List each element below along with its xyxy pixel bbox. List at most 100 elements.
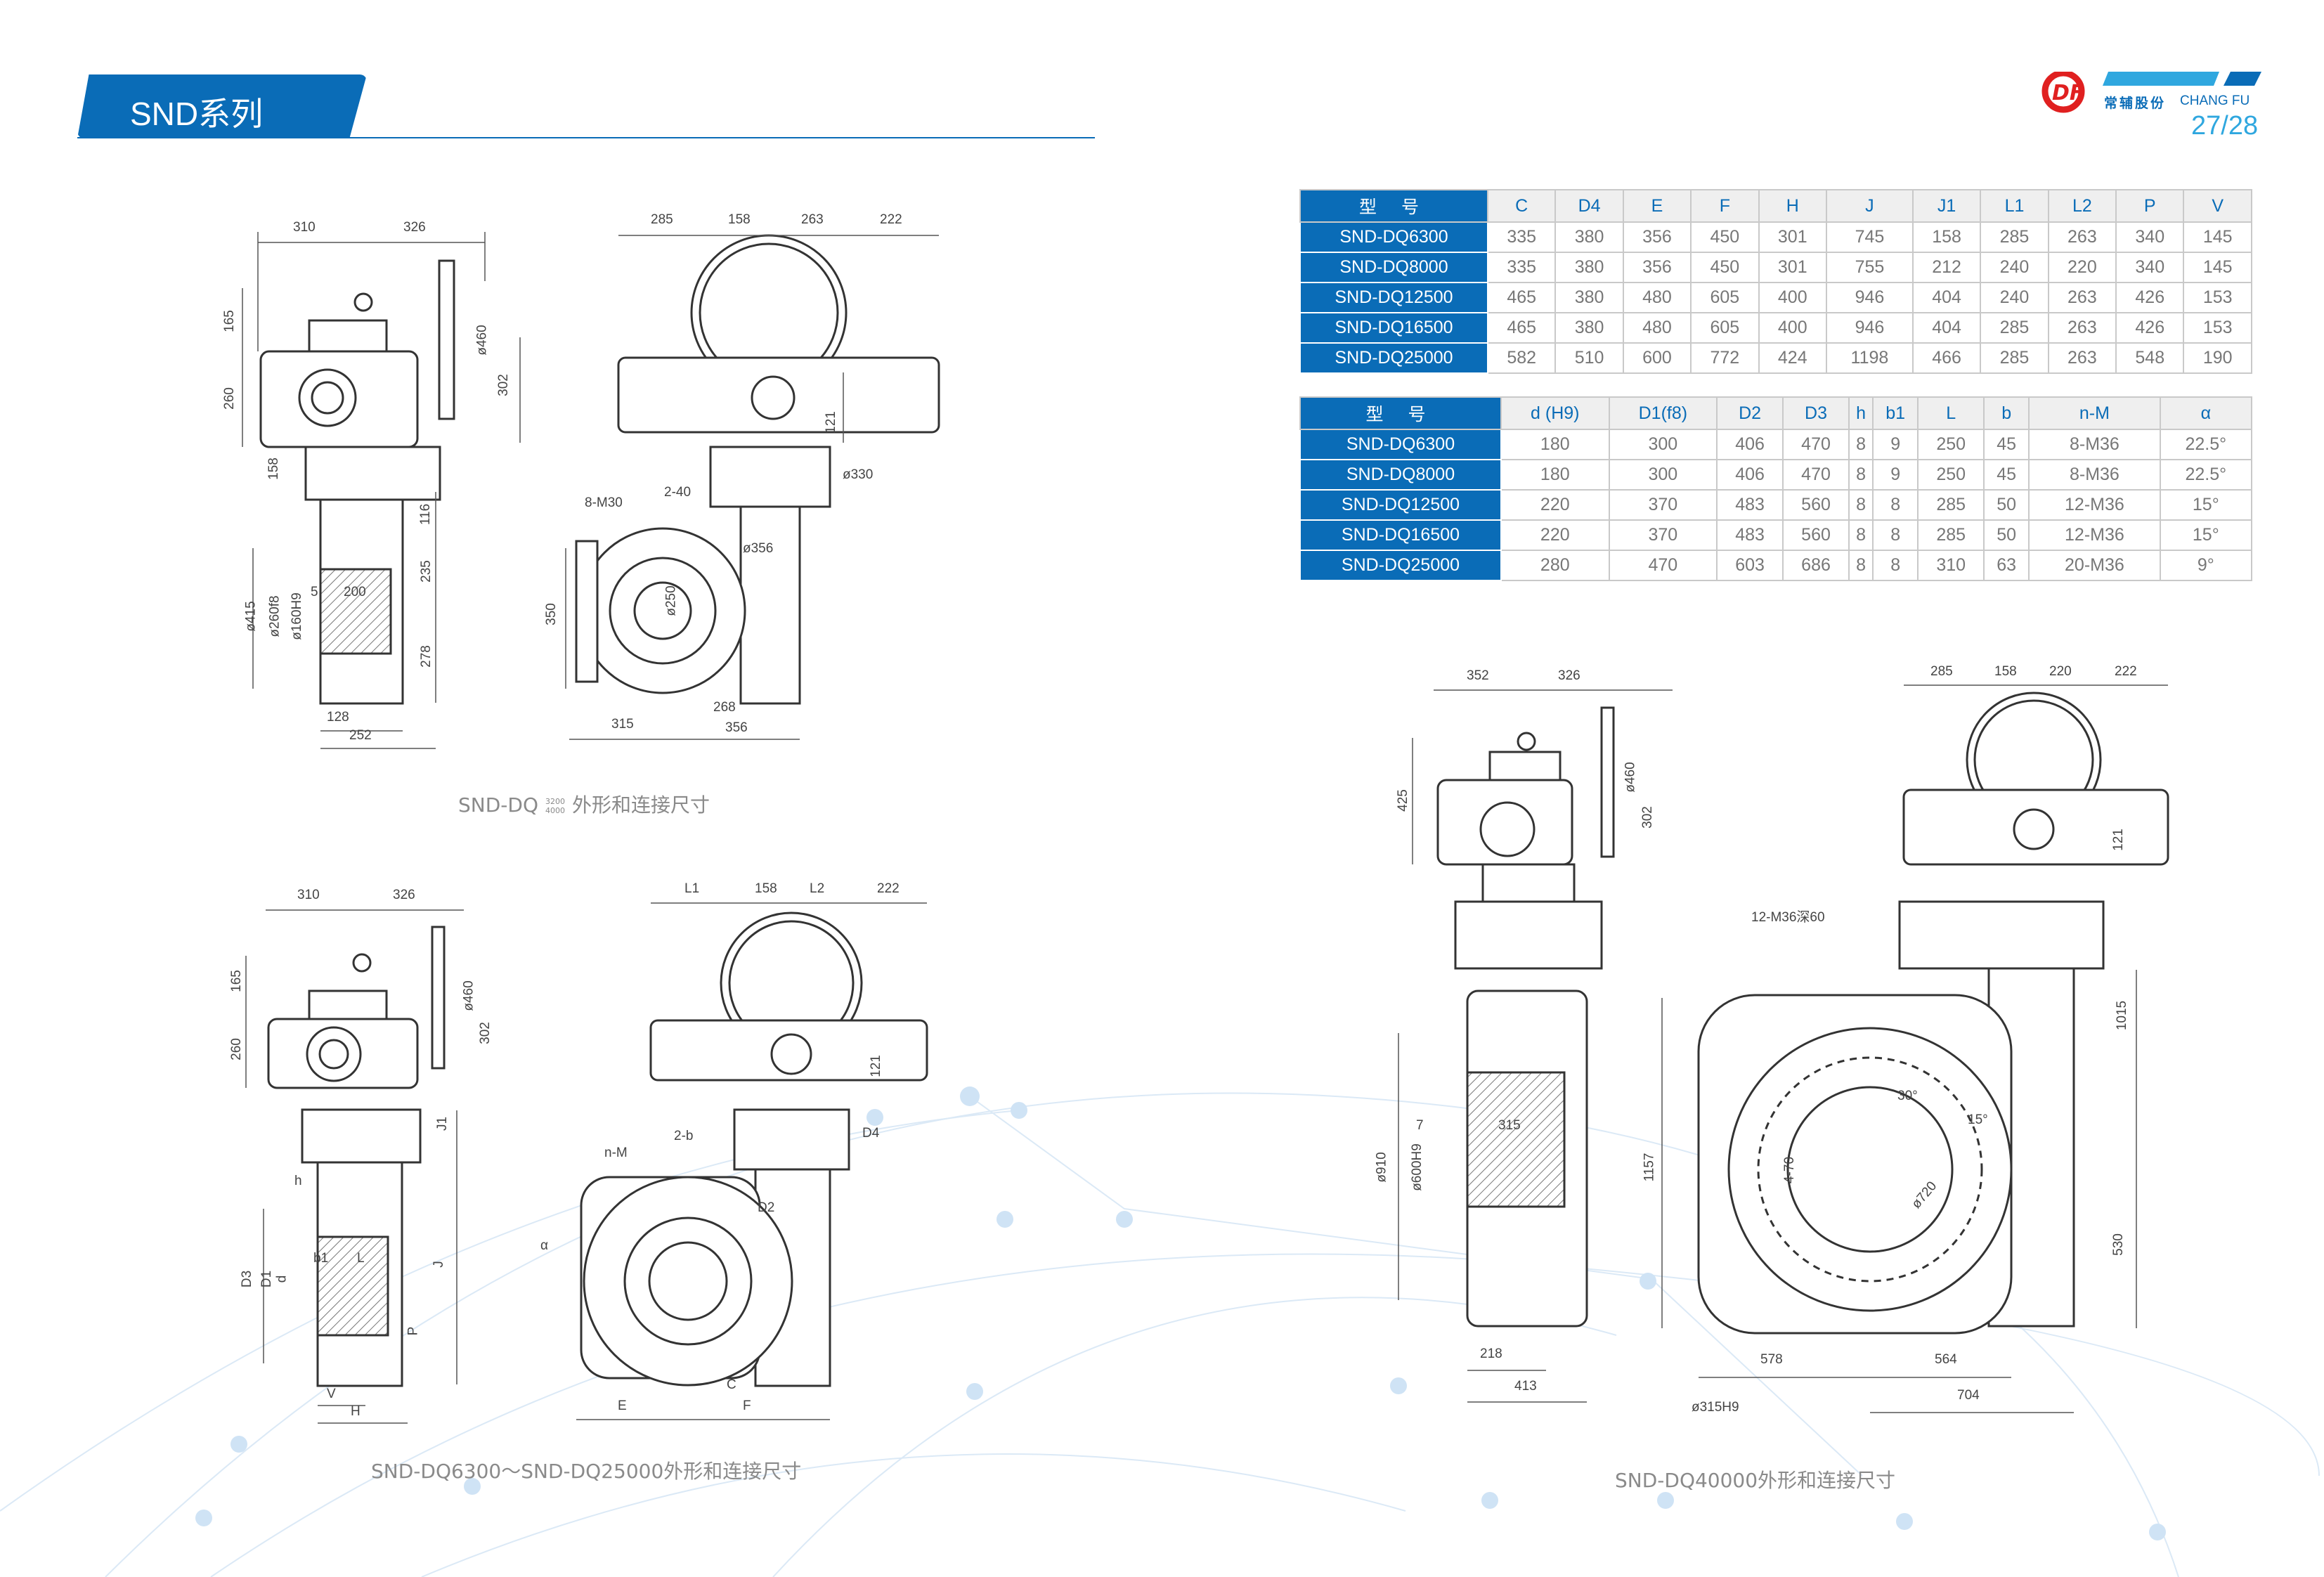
value-cell: 480 [1622, 312, 1692, 344]
value-cell: 145 [2183, 221, 2252, 253]
value-cell: 370 [1608, 489, 1718, 521]
value-cell: 153 [2183, 312, 2252, 344]
value-cell: 158 [1911, 221, 1982, 253]
value-cell: 20-M36 [2028, 550, 2161, 581]
value-cell: 380 [1554, 252, 1624, 283]
value-cell: 8 [1848, 429, 1874, 460]
value-cell: 450 [1690, 221, 1760, 253]
dimension-label: 263 [801, 212, 824, 227]
dimension-label: 2-40 [664, 485, 692, 500]
dimension-label: 326 [393, 888, 415, 902]
dimension-label: 158 [755, 881, 777, 896]
dimension-label: F [743, 1398, 751, 1413]
value-cell: 356 [1622, 221, 1692, 253]
caption-sup-top: 3200 [545, 797, 565, 806]
dimension-label: V [327, 1387, 336, 1401]
column-header: n-M [2028, 396, 2161, 430]
column-header-model: 型 号 [1299, 189, 1488, 223]
dimension-label: L [357, 1251, 365, 1266]
dimension-label: ø315H9 [1692, 1400, 1739, 1415]
value-cell: 426 [2115, 282, 2185, 313]
dimension-label: 356 [725, 720, 748, 735]
dimension-label: 218 [1480, 1346, 1502, 1361]
value-cell: 301 [1758, 252, 1827, 283]
value-cell: 250 [1917, 459, 1985, 491]
value-cell: 63 [1983, 550, 2030, 581]
value-cell: 335 [1486, 221, 1557, 253]
value-cell: 240 [1980, 282, 2049, 313]
drawing-front-view-6300-25000 [576, 902, 928, 1420]
value-cell: 605 [1690, 312, 1760, 344]
value-cell: 220 [1500, 519, 1610, 551]
dimension-label: 1015 [2115, 1000, 2130, 1031]
brand-name-cn: 常辅股份 [2104, 96, 2167, 111]
value-cell: 466 [1911, 342, 1982, 374]
value-cell: 426 [2115, 312, 2185, 344]
value-cell: 483 [1716, 489, 1784, 521]
value-cell: 190 [2183, 342, 2252, 374]
dimension-label: d [274, 1275, 290, 1283]
model-cell: SND-DQ16500 [1299, 312, 1488, 344]
header-divider [77, 137, 1095, 138]
value-cell: 483 [1716, 519, 1784, 551]
value-cell: 582 [1486, 342, 1557, 374]
dimension-label: ø460 [461, 980, 476, 1011]
value-cell: 22.5° [2159, 459, 2253, 491]
dimension-label: 5 [311, 585, 318, 599]
value-cell: 22.5° [2159, 429, 2253, 460]
dimension-label: 268 [713, 700, 736, 715]
value-cell: 263 [2047, 312, 2117, 344]
value-cell: 8 [1872, 519, 1919, 551]
value-cell: 755 [1825, 252, 1914, 283]
value-cell: 600 [1622, 342, 1692, 374]
column-header: b1 [1872, 396, 1919, 430]
value-cell: 285 [1980, 221, 2049, 253]
dimension-label: 564 [1935, 1352, 1957, 1367]
dimension-label: 352 [1467, 668, 1489, 683]
value-cell: 340 [2115, 252, 2185, 283]
value-cell: 560 [1782, 489, 1850, 521]
value-cell: 8-M36 [2028, 429, 2161, 460]
column-header: J [1825, 189, 1914, 223]
dimension-label: 310 [293, 220, 316, 235]
model-cell: SND-DQ16500 [1299, 519, 1502, 551]
dimension-label: 165 [221, 310, 237, 332]
dimension-label: L2 [810, 881, 825, 896]
value-cell: 15° [2159, 519, 2253, 551]
dimension-label: D3 [240, 1270, 255, 1288]
value-cell: 8 [1848, 489, 1874, 521]
value-cell: 9° [2159, 550, 2253, 581]
value-cell: 356 [1622, 252, 1692, 283]
model-cell: SND-DQ25000 [1299, 342, 1488, 374]
model-cell: SND-DQ12500 [1299, 282, 1488, 313]
brand-name-en: CHANG FU [2180, 93, 2250, 108]
drawing-front-view-3200 [565, 234, 940, 740]
dimension-label: 200 [344, 585, 366, 599]
model-cell: SND-DQ6300 [1299, 429, 1502, 460]
value-cell: 380 [1554, 312, 1624, 344]
dimension-label: 2-b [674, 1129, 694, 1143]
caption-bottom-left: SND-DQ6300～SND-DQ25000外形和连接尺寸 [371, 1460, 802, 1483]
value-cell: 560 [1782, 519, 1850, 551]
value-cell: 263 [2047, 282, 2117, 313]
dimension-label: 30° [1897, 1089, 1918, 1103]
dimension-label: 220 [2049, 664, 2072, 679]
brand-logo: DF [2041, 72, 2261, 113]
dimension-label: 15° [1968, 1112, 1988, 1127]
dimension-label: 222 [877, 881, 900, 896]
dimension-label: 326 [403, 220, 426, 235]
caption-suffix: 外形和连接尺寸 [571, 793, 710, 817]
dimension-label: 310 [297, 888, 320, 902]
dimension-label: ø910 [1374, 1152, 1389, 1183]
dimension-label: 285 [651, 212, 673, 227]
dimension-label: 285 [1930, 664, 1953, 679]
value-cell: 605 [1690, 282, 1760, 313]
value-cell: 9 [1872, 429, 1919, 460]
dimension-label: 222 [2115, 664, 2137, 679]
value-cell: 285 [1980, 312, 2049, 344]
